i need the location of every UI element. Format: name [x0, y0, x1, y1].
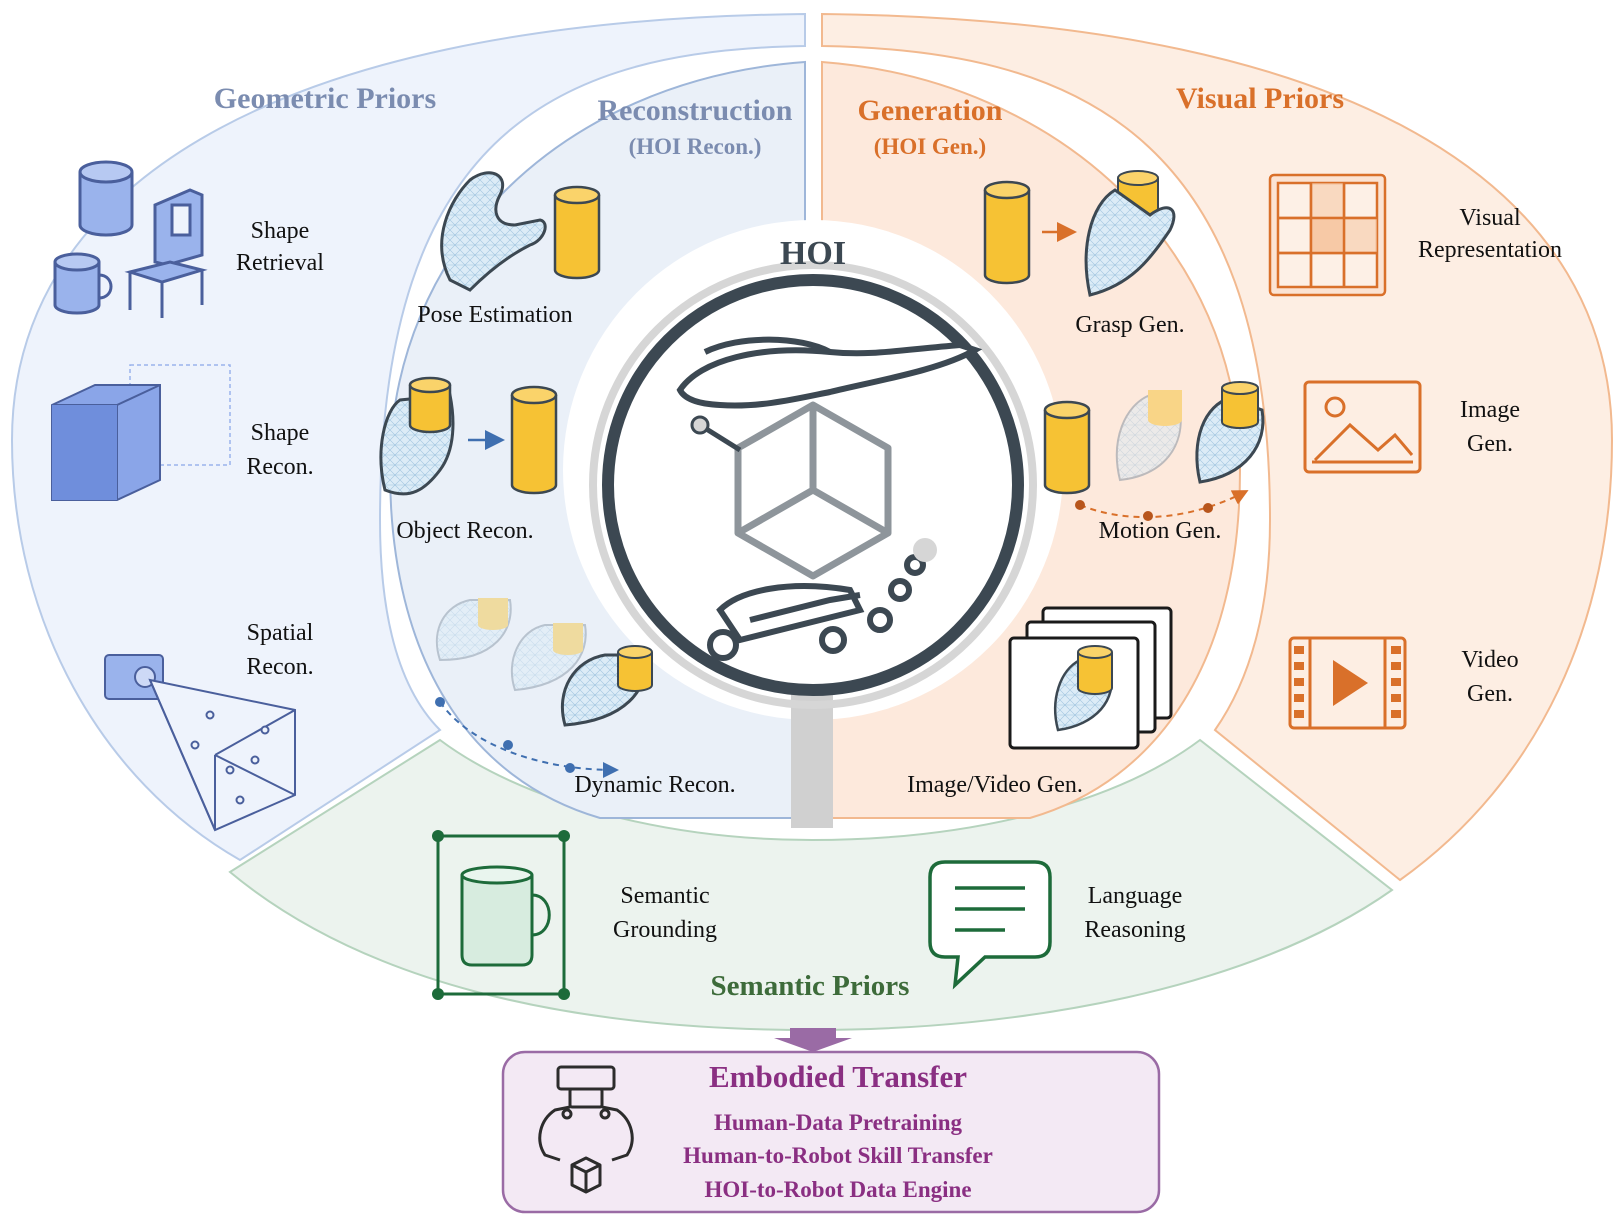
embodied-transfer-title: Embodied Transfer: [709, 1059, 967, 1094]
hoi-hand-cube-icon: [589, 261, 1037, 709]
camera-frustum-icon: [104, 654, 296, 832]
image-gen-label-2: Gen.: [1467, 431, 1513, 457]
speech-bubble-icon: [928, 860, 1052, 990]
visual-representation-label-1: Visual: [1459, 205, 1521, 231]
object-recon-label: Object Recon.: [396, 518, 533, 544]
generation-subtitle: (HOI Gen.): [874, 134, 986, 159]
embodied-line-3: HOI-to-Robot Data Engine: [704, 1177, 971, 1202]
spatial-recon-label-1: Spatial: [247, 620, 314, 646]
grasp-icon: [983, 170, 1176, 297]
shape-recon-label-1: Shape: [251, 420, 310, 446]
robot-gripper-icon: [538, 1065, 634, 1194]
reconstruction-title: Reconstruction: [598, 94, 793, 127]
embodied-line-1: Human-Data Pretraining: [714, 1110, 963, 1135]
semantic-grounding-label-1: Semantic: [620, 883, 709, 909]
image-gen-label-1: Image: [1460, 397, 1520, 423]
dynamic-recon-label: Dynamic Recon.: [574, 772, 735, 798]
embodied-transfer-box: [501, 1050, 1161, 1214]
grid-icon: [1268, 173, 1387, 297]
generation-title: Generation: [858, 94, 1003, 127]
image-video-gen-label: Image/Video Gen.: [907, 772, 1083, 798]
language-reasoning-label-2: Reasoning: [1084, 917, 1185, 943]
cube-icon: [51, 364, 231, 501]
geometric-priors-title: Geometric Priors: [214, 82, 436, 115]
mug-bbox-icon: [432, 830, 570, 1000]
video-icon: [1288, 636, 1407, 730]
shape-retrieval-label-1: Shape: [251, 218, 310, 244]
frames-icon: [1008, 606, 1173, 750]
cylinder-chair-mug-icon: [53, 160, 208, 318]
geometric-priors-region: [10, 12, 806, 862]
semantic-priors-title: Semantic Priors: [711, 970, 910, 1002]
grasp-gen-label: Grasp Gen.: [1075, 312, 1184, 338]
image-icon: [1303, 380, 1422, 474]
shape-recon-label-2: Recon.: [246, 454, 313, 480]
dynamic-hand-icon: [435, 598, 653, 778]
language-reasoning-label-1: Language: [1088, 883, 1183, 909]
visual-priors-region: [821, 12, 1614, 882]
pose-estimation-label: Pose Estimation: [417, 302, 572, 328]
motion-icon: [1043, 381, 1265, 521]
semantic-grounding-label-2: Grounding: [613, 917, 717, 943]
hoi-title: HOI: [780, 235, 846, 272]
hand-pose-icon: [440, 171, 601, 292]
spatial-recon-label-2: Recon.: [246, 654, 313, 680]
embodied-line-2: Human-to-Robot Skill Transfer: [683, 1143, 993, 1168]
visual-representation-label-2: Representation: [1418, 237, 1562, 263]
reconstruction-subtitle: (HOI Recon.): [629, 134, 762, 159]
video-gen-label-2: Gen.: [1467, 681, 1513, 707]
visual-priors-title: Visual Priors: [1176, 82, 1344, 115]
center-stem: [791, 690, 833, 828]
object-recon-icon: [379, 376, 558, 496]
video-gen-label-1: Video: [1461, 647, 1518, 673]
shape-retrieval-label-2: Retrieval: [236, 250, 324, 276]
down-arrow: [774, 1028, 852, 1052]
motion-gen-label: Motion Gen.: [1099, 518, 1222, 544]
